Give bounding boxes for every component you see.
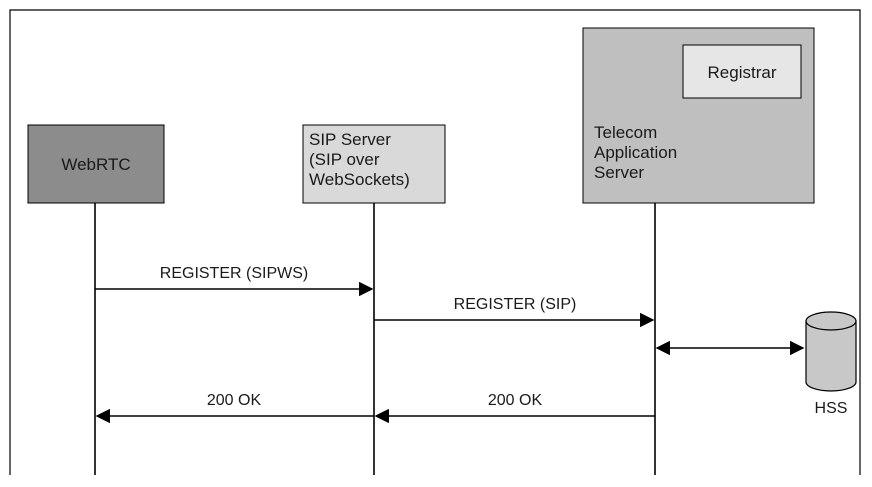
tas-line-3: Server bbox=[594, 163, 644, 182]
webrtc-label: WebRTC bbox=[61, 155, 130, 174]
tas-line-1: Telecom bbox=[594, 123, 657, 142]
hss-cylinder-top bbox=[805, 311, 857, 331]
hss-label: HSS bbox=[815, 400, 848, 417]
hss-database-icon bbox=[805, 311, 857, 392]
webrtc-box bbox=[27, 124, 165, 204]
sip-server-line-1: SIP Server bbox=[309, 130, 391, 149]
diagram-frame bbox=[9, 9, 861, 475]
tas-label: Telecom Application Server bbox=[594, 123, 682, 182]
ok-to-sip-label: 200 OK bbox=[488, 392, 543, 409]
tas-line-2: Application bbox=[594, 143, 677, 162]
registrar-label: Registrar bbox=[708, 63, 777, 82]
register-sipws-label: REGISTER (SIPWS) bbox=[160, 265, 308, 282]
sip-server-label: SIP Server (SIP over WebSockets) bbox=[309, 130, 410, 189]
sip-server-box bbox=[302, 124, 446, 204]
sip-server-line-3: WebSockets) bbox=[309, 170, 410, 189]
ok-to-webrtc-label: 200 OK bbox=[207, 392, 262, 409]
register-sip-label: REGISTER (SIP) bbox=[454, 296, 577, 313]
sip-server-line-2: (SIP over bbox=[309, 150, 380, 169]
registrar-box bbox=[682, 44, 802, 99]
hss-cylinder-body bbox=[805, 320, 857, 392]
